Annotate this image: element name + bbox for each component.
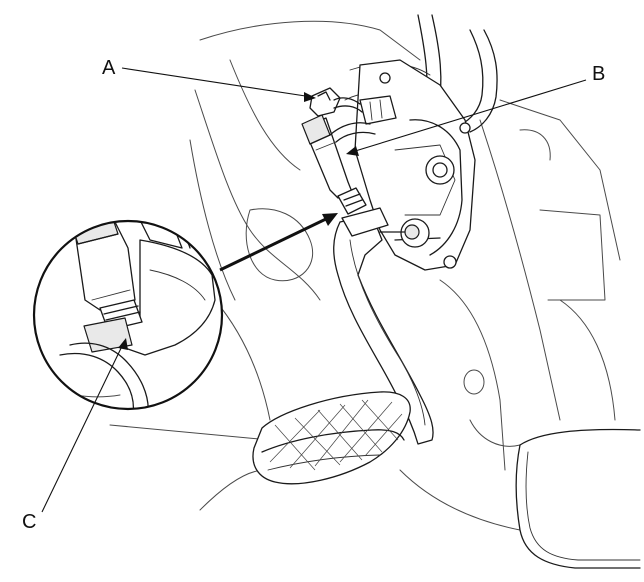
callout-labels: A B C (22, 57, 605, 533)
pedal-pad-grip (269, 399, 403, 471)
floor-panel (515, 428, 641, 569)
callout-label-b: B (592, 63, 605, 85)
background-panels (109, 20, 621, 531)
pedal-arm (333, 207, 434, 445)
leader-b (351, 79, 587, 153)
leader-c (41, 341, 125, 513)
detail-content (34, 221, 216, 409)
connector-a (309, 87, 397, 125)
callout-label-a: A (102, 57, 116, 79)
detail-magnifier (32, 219, 224, 411)
leader-lines (41, 67, 587, 513)
switch-b (301, 114, 376, 215)
pedal-pad (252, 391, 411, 485)
callout-label-c: C (22, 511, 36, 533)
pivot-bolt (379, 218, 430, 248)
leader-a (121, 67, 313, 98)
zoom-arrow (219, 213, 338, 272)
